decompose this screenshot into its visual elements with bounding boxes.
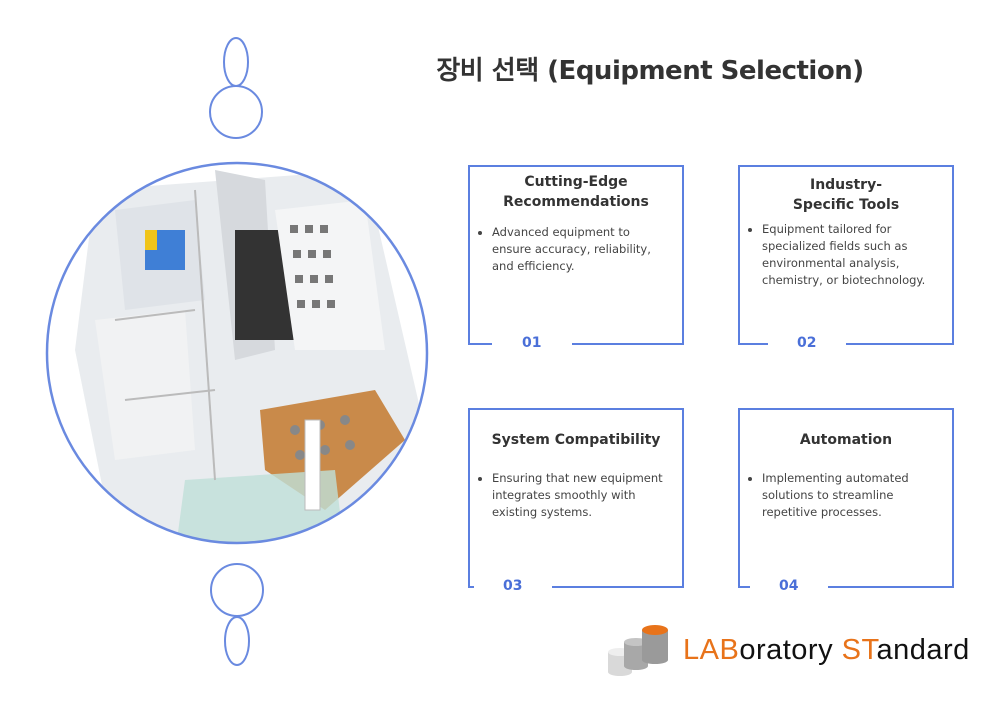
card-number: 01: [522, 335, 542, 351]
page-title: 장비 선택 (Equipment Selection): [436, 56, 864, 86]
card-system-compatibility: System Compatibility Ensuring that new e…: [468, 408, 684, 594]
card-cutting-edge: Cutting-Edge Recommendations Advanced eq…: [468, 165, 684, 351]
decorative-ovals: [209, 37, 264, 666]
card-title: Automation: [799, 432, 893, 448]
card-title: Industry-Specific Tools: [792, 177, 900, 213]
card-number: 02: [797, 335, 817, 351]
lab-floorplan-image: [45, 161, 429, 545]
card-number: 04: [779, 578, 799, 594]
card-industry-specific: Industry-Specific Tools Equipment tailor…: [738, 165, 954, 351]
card-bullet: Implementing automated solutions to stre…: [762, 470, 942, 521]
card-bullet: Ensuring that new equipment integrates s…: [492, 470, 672, 521]
card-bullet: Advanced equipment to ensure accuracy, r…: [492, 224, 672, 275]
card-title: Cutting-Edge Recommendations: [503, 174, 649, 210]
logo-text: LABoratory STandard: [683, 634, 970, 666]
card-bullet: Equipment tailored for specialized field…: [762, 221, 942, 289]
logo-cylinders-icon: [608, 625, 668, 676]
card-number: 03: [503, 578, 523, 594]
card-automation: Automation Implementing automated soluti…: [738, 408, 954, 594]
card-title: System Compatibility: [491, 432, 661, 448]
